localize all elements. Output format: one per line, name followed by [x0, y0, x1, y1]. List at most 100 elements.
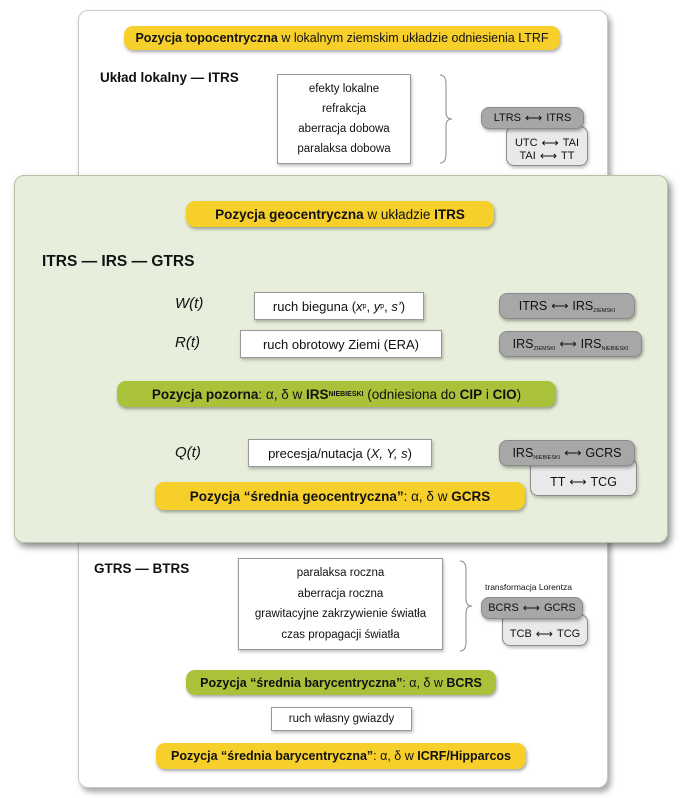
s-prime-var: s’	[391, 298, 401, 314]
mean-geocentric-mid: : α, δ w	[403, 488, 452, 504]
mean-barycentric-bold: Pozycja “średnia barycentryczna”	[170, 749, 374, 763]
double-arrow-icon: ⟷	[569, 475, 587, 489]
itrs-label: ITRS	[518, 299, 548, 313]
xys-vars: X, Y, s	[370, 445, 408, 461]
bcrs-label: BCRS	[488, 602, 519, 614]
gcrs-label: GCRS	[543, 602, 576, 614]
utc-label: UTC	[514, 136, 538, 149]
apparent-mid: : α, δ w	[258, 386, 306, 402]
gtrs-btrs-heading: GTRS — BTRS	[94, 561, 190, 576]
ziemski-sub: ZIEMSKI	[593, 307, 616, 314]
geocentric-position-pill: Pozycja geocentryczna w układzie ITRS	[186, 201, 494, 227]
utc-tai-row: UTC ⟷ TAI	[515, 137, 579, 149]
irs-niebieski-gcrs-box: IRSNIEBIESKI ⟷ GCRS	[499, 440, 635, 466]
effect-item: paralaksa roczna	[296, 567, 385, 580]
itrs-label: ITRS	[546, 112, 572, 124]
ltrs-label: LTRS	[493, 112, 522, 124]
irs-ziemski-niebieski-box: IRSZIEMSKI ⟷ IRSNIEBIESKI	[499, 331, 642, 357]
effect-item: aberracja roczna	[297, 587, 384, 600]
ltrs-itrs-box: LTRS ⟷ ITRS	[481, 107, 584, 129]
topocentric-position-pill: Pozycja topocentryczna w lokalnym ziemsk…	[124, 26, 560, 50]
tt-label: TT	[550, 475, 566, 489]
apparent-bold: Pozycja pozorna	[151, 386, 259, 402]
time-scales-box-top: UTC ⟷ TAI TAI ⟷ TT	[506, 126, 588, 166]
lorentz-note: transformacja Lorentza	[485, 582, 572, 592]
local-system-heading: Układ lokalny — ITRS	[100, 70, 239, 85]
r-function-label: R(t)	[175, 334, 200, 351]
itrs-irs-ziemski-box: ITRS ⟷ IRSZIEMSKI	[499, 293, 635, 319]
bcrs-gcrs-box: BCRS ⟷ GCRS	[481, 597, 583, 619]
tcb-tcg-box: TCB ⟷ TCG	[502, 614, 588, 646]
precession-text: precesja/nutacja (	[268, 445, 371, 461]
mean-geocentric-pill: Pozycja “średnia geocentryczna”: α, δ w …	[155, 482, 525, 510]
comma: ,	[384, 298, 392, 314]
icrf-hipparcos-label: ICRF/Hipparcos	[417, 749, 511, 763]
double-arrow-icon: ⟷	[559, 337, 577, 351]
x-var: x	[356, 298, 363, 314]
cip-label: CIP	[459, 386, 483, 402]
topocentric-rest: w lokalnym ziemskim układzie odniesienia…	[277, 31, 549, 45]
effect-item: refrakcja	[321, 103, 367, 115]
mean-barycentric-mid: : α, δ w	[373, 749, 418, 763]
niebieski-sub: NIEBIESKI	[533, 454, 561, 461]
tai-label: TAI	[519, 149, 536, 162]
tai-tt-row: TAI ⟷ TT	[520, 150, 575, 162]
tcb-tcg-row: TCB ⟷ TCG	[510, 628, 580, 640]
effect-item: grawitacyjne zakrzywienie światła	[254, 608, 427, 621]
gcrs-label: GCRS	[585, 446, 622, 460]
double-arrow-icon: ⟷	[535, 627, 553, 641]
double-arrow-icon: ⟷	[564, 446, 582, 460]
irs-label: IRS	[572, 298, 594, 313]
p-sub: p	[380, 302, 385, 310]
effect-item: aberracja dobowa	[298, 123, 390, 135]
proper-motion-box: ruch własny gwiazdy	[271, 707, 412, 731]
mean-barycentric-bcrs-pill: Pozycja “średnia barycentryczna”: α, δ w…	[186, 670, 496, 695]
right-brace-top	[439, 74, 453, 164]
and-word: i	[482, 386, 493, 402]
q-function-label: Q(t)	[175, 444, 201, 461]
double-arrow-icon: ⟷	[522, 601, 540, 615]
tai-label: TAI	[562, 136, 580, 149]
precession-nutation-box: precesja/nutacja (X, Y, s)	[248, 439, 432, 467]
effect-item: czas propagacji światła	[281, 628, 400, 641]
irs-label: IRS	[512, 336, 534, 351]
tt-tcg-row: TT ⟷ TCG	[550, 475, 617, 489]
y-var: y	[373, 298, 381, 314]
double-arrow-icon: ⟷	[539, 148, 558, 163]
tcg-label: TCG	[590, 475, 617, 489]
itrs-irs-gtrs-heading: ITRS — IRS — GTRS	[42, 253, 195, 270]
double-arrow-icon: ⟷	[551, 299, 569, 313]
earth-rotation-text: ruch obrotowy Ziemi (ERA)	[262, 336, 420, 352]
niebieski-sub: NIEBIESKI	[328, 390, 364, 398]
mean-geocentric-gcrs: GCRS	[451, 488, 491, 504]
paren-close: )	[516, 386, 522, 402]
irs-label: IRS	[512, 445, 534, 460]
paren-close: )	[407, 445, 412, 461]
double-arrow-icon: ⟷	[541, 135, 559, 150]
paren-close: )	[400, 298, 406, 314]
mean-geocentric-bold: Pozycja “średnia geocentryczna”	[189, 488, 404, 504]
apparent-irs: IRS	[305, 386, 329, 402]
effect-item: efekty lokalne	[308, 83, 380, 95]
cio-label: CIO	[492, 386, 517, 402]
comma: ,	[366, 298, 374, 314]
annual-effects-box: paralaksa roczna aberracja roczna grawit…	[238, 558, 443, 650]
effect-item: paralaksa dobowa	[297, 143, 391, 155]
tcb-label: TCB	[509, 628, 532, 640]
mean-barycentric-icrf-pill: Pozycja “średnia barycentryczna”: α, δ w…	[156, 743, 526, 769]
right-brace-bottom	[459, 560, 473, 652]
tcg-label: TCG	[556, 628, 581, 640]
p-sub: p	[362, 302, 367, 310]
apparent-mid2: (odniesiona do	[363, 386, 460, 402]
mean-barycentric-bold: Pozycja “średnia barycentryczna”	[200, 675, 403, 690]
ziemski-sub: ZIEMSKI	[533, 345, 556, 352]
geocentric-itrs: ITRS	[434, 206, 465, 222]
mean-barycentric-mid: : α, δ w	[402, 675, 447, 690]
proper-motion-text: ruch własny gwiazdy	[288, 713, 395, 725]
earth-rotation-box: ruch obrotowy Ziemi (ERA)	[240, 330, 442, 358]
local-effects-box: efekty lokalne refrakcja aberracja dobow…	[277, 74, 411, 164]
topocentric-bold: Pozycja topocentryczna	[135, 31, 278, 45]
mean-barycentric-bcrs: BCRS	[446, 675, 482, 690]
